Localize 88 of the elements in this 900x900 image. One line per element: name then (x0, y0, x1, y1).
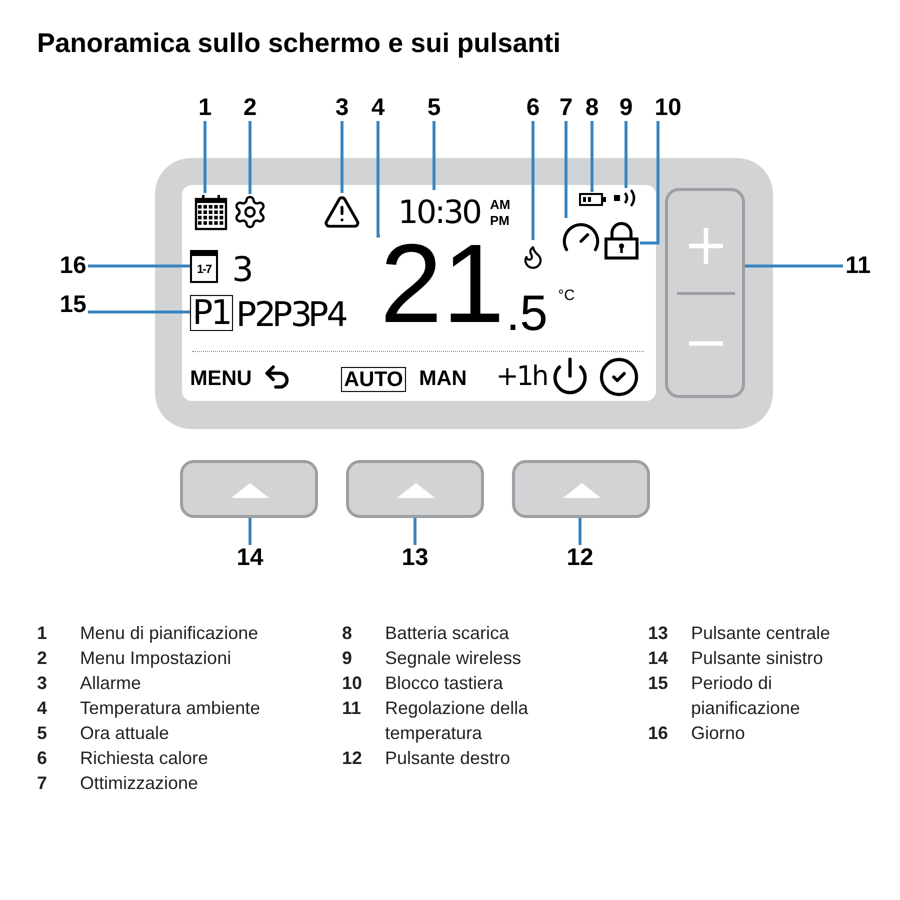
period-indicator: P2 (236, 298, 274, 332)
callout-number: 7 (557, 95, 575, 121)
key-number: 4 (37, 697, 48, 720)
key-description: Blocco tastiera (385, 672, 504, 695)
key-description: Periodo di pianificazione (691, 672, 802, 720)
day-number: 3 (232, 253, 254, 287)
push-button (512, 460, 650, 518)
leader-line (88, 264, 190, 268)
callout-number: 12 (565, 545, 595, 571)
callout-number: 1 (196, 95, 214, 121)
callout-number: 14 (235, 545, 265, 571)
pm-indicator: PM (490, 214, 510, 227)
callout-number: 10 (653, 95, 683, 121)
callout-number: 11 (843, 253, 873, 279)
key-number: 1 (37, 622, 48, 645)
key-description: Giorno (691, 722, 746, 745)
leader-line (248, 518, 252, 545)
temperature-decimal: .5 (506, 288, 548, 338)
callout-number: 16 (58, 253, 88, 279)
key-description: Ottimizzazione (80, 772, 198, 795)
leader-line (624, 121, 628, 188)
calendar-icon (194, 193, 228, 231)
callout-number: 6 (524, 95, 542, 121)
leader-line (248, 121, 252, 194)
leader-line (564, 121, 568, 218)
boost-indicator: +1h (496, 363, 547, 390)
key-number: 8 (342, 622, 354, 645)
push-button (346, 460, 484, 518)
period-indicator: P3 (272, 298, 310, 332)
key-number: 15 (648, 672, 670, 695)
key-description: Menu di pianificazione (80, 622, 258, 645)
callout-number: 9 (617, 95, 635, 121)
key-description: Richiesta calore (80, 747, 208, 770)
callout-number: 4 (369, 95, 387, 121)
unit-label: °C (558, 288, 575, 303)
callout-number: 15 (58, 292, 88, 318)
key-number: 3 (37, 672, 48, 695)
leader-line (88, 310, 190, 314)
mode-indicator: AUTO (341, 367, 406, 392)
leader-line (578, 518, 582, 545)
key-number: 14 (648, 647, 670, 670)
key-description: Pulsante centrale (691, 622, 830, 645)
leader-line (640, 121, 660, 244)
clock-digits: 10:30 (398, 196, 480, 228)
key-description: Batteria scarica (385, 622, 510, 645)
key-description: Temperatura ambiente (80, 697, 260, 720)
plus-minus-button (665, 188, 745, 398)
key-number: 7 (37, 772, 48, 795)
key-number: 12 (342, 747, 364, 770)
key-description: Pulsante sinistro (691, 647, 824, 670)
key-number: 16 (648, 722, 670, 745)
leader-line (432, 121, 436, 190)
leader-line (204, 121, 206, 193)
leader-line (376, 121, 380, 238)
battery-icon (579, 192, 607, 207)
leader-line (414, 518, 416, 545)
key-description: Pulsante destro (385, 747, 510, 770)
leader-line (745, 264, 843, 268)
key-number: 5 (37, 722, 48, 745)
key-description: Ora attuale (80, 722, 170, 745)
temperature-digits: 21 (380, 228, 505, 340)
key-number: 2 (37, 647, 48, 670)
leader-line (340, 121, 344, 193)
callout-number: 3 (333, 95, 351, 121)
key-number: 10 (342, 672, 364, 695)
period-indicator: P4 (308, 298, 346, 332)
key-number: 9 (342, 647, 354, 670)
callout-number: 8 (583, 95, 601, 121)
callout-number: 5 (425, 95, 443, 121)
key-description: Menu Impostazioni (80, 647, 232, 670)
leader-line (532, 121, 534, 240)
key-description: Segnale wireless (385, 647, 522, 670)
push-button (180, 460, 318, 518)
key-number: 6 (37, 747, 48, 770)
key-description: Allarme (80, 672, 142, 695)
menu-label: MENU (190, 368, 252, 389)
am-indicator: AM (490, 198, 510, 211)
lock-icon (603, 222, 640, 260)
callout-number: 13 (400, 545, 430, 571)
title: Panoramica sullo schermo e sui pulsanti (37, 30, 561, 57)
period-indicator: P1 (190, 295, 233, 331)
leader-line (590, 121, 594, 192)
callout-number: 2 (241, 95, 259, 121)
key-number: 11 (342, 697, 362, 720)
key-description: Regolazione della temperatura (385, 697, 530, 745)
day-calendar-icon: 1-7 (190, 250, 218, 283)
mode-indicator: MAN (419, 368, 467, 389)
key-number: 13 (648, 622, 670, 645)
